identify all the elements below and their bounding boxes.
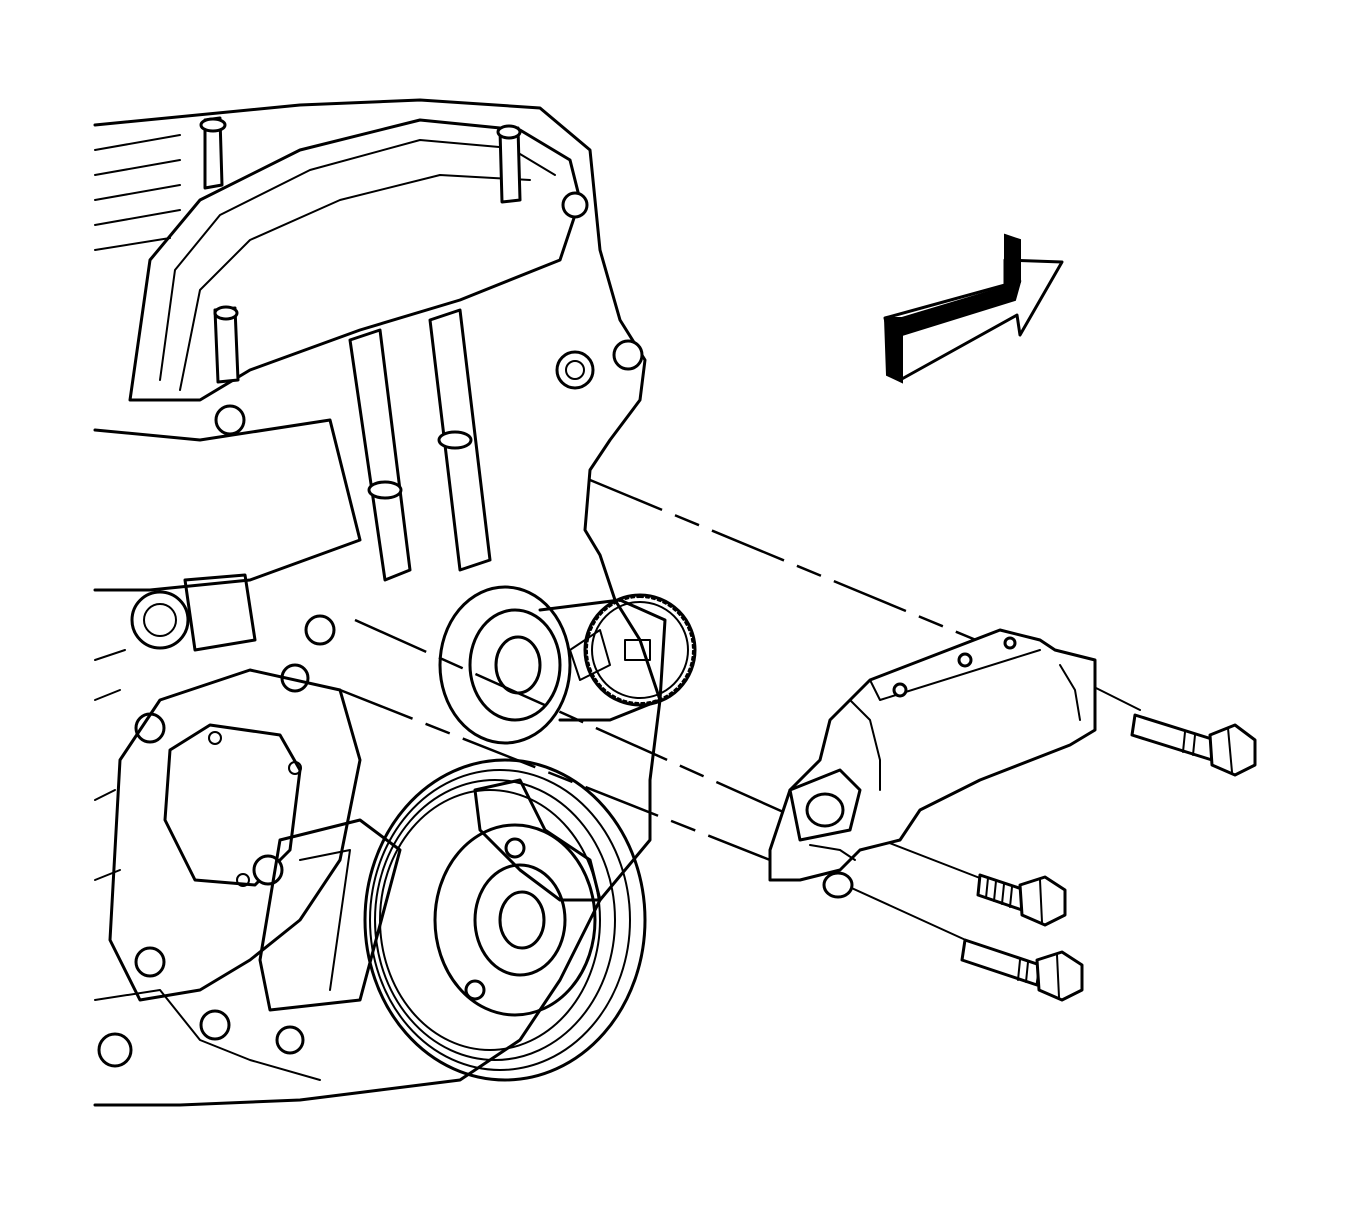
- lower-bolt-alignment-line: [339, 688, 771, 862]
- bolt-upper: [1130, 713, 1257, 777]
- engine-assembly: [93, 98, 662, 1107]
- bolt-lower: [960, 938, 1084, 1002]
- upper-bolt-alignment-line: [589, 478, 1001, 652]
- crankshaft-pulley: [363, 758, 647, 1082]
- bolt-middle: [976, 873, 1067, 927]
- middle-bolt-alignment-line: [354, 618, 791, 817]
- alignment-lines: [339, 478, 1141, 943]
- mounting-bracket: [768, 628, 1097, 899]
- arrow-right-icon: [883, 233, 1064, 384]
